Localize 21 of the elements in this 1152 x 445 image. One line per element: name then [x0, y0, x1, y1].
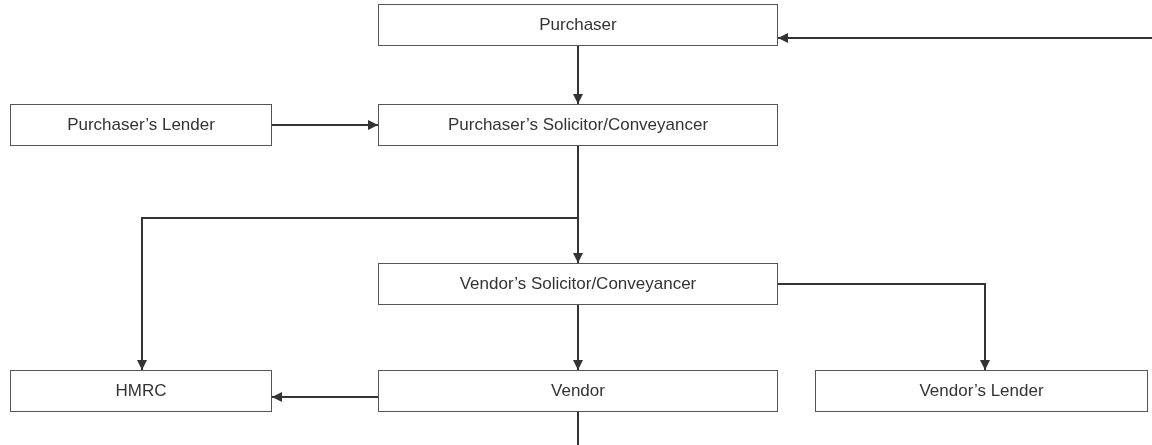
process-box: [378, 104, 778, 146]
process-box: [10, 104, 272, 146]
box-label: Purchaser’s Lender: [67, 115, 215, 135]
process-box: [378, 263, 778, 305]
box-label: Vendor’s Solicitor/Conveyancer: [459, 274, 697, 294]
process-box: [378, 370, 778, 412]
process-box: [10, 370, 272, 412]
box-label: Vendor: [551, 381, 605, 401]
arrow: [573, 145, 583, 264]
process-box: [815, 370, 1148, 412]
process-box: [378, 4, 778, 46]
arrow: [271, 392, 379, 402]
box-label: Vendor’s Lender: [919, 381, 1044, 401]
box-label: Purchaser: [539, 15, 617, 35]
arrow: [573, 45, 583, 105]
arrow: [271, 120, 379, 130]
arrow: [777, 283, 990, 371]
arrow: [777, 33, 1152, 43]
box-label: HMRC: [115, 381, 167, 401]
arrow: [573, 304, 583, 371]
box-label: Purchaser’s Solicitor/Conveyancer: [447, 115, 709, 135]
